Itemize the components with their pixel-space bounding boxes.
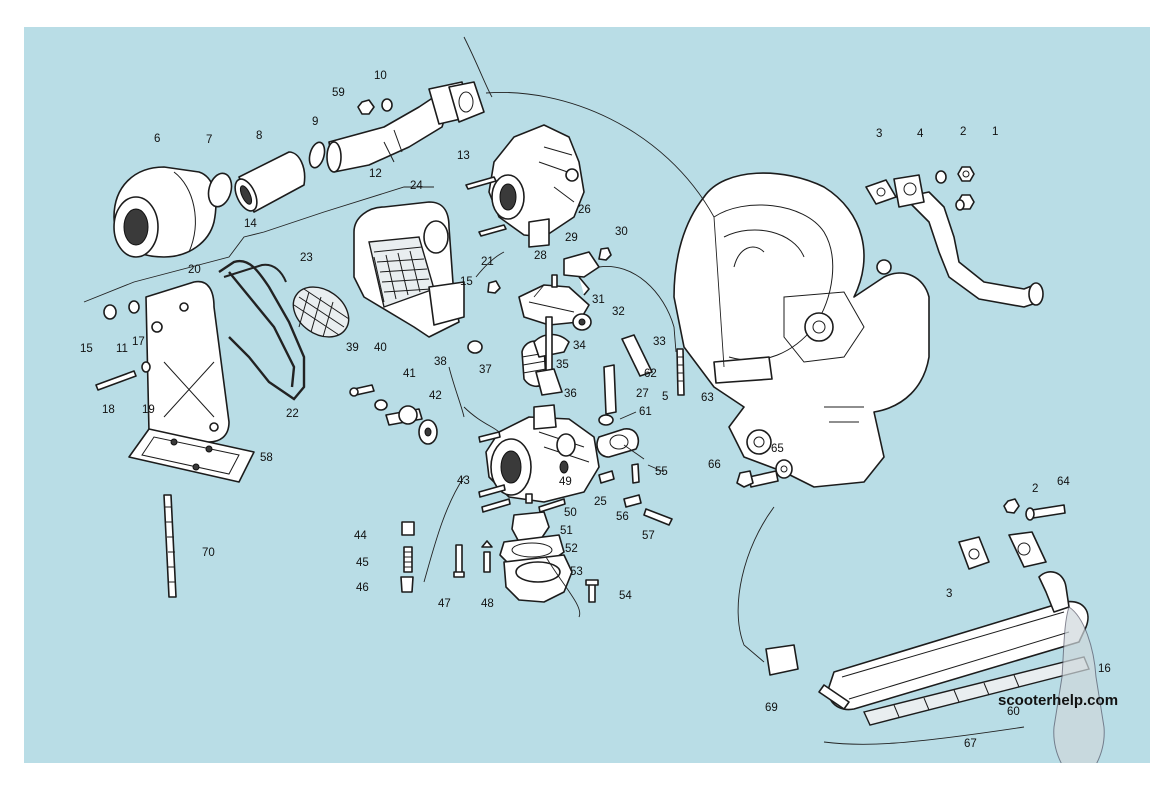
nuts-washers-top-right [935, 166, 975, 211]
part-number-42: 42 [429, 390, 442, 402]
part-number-57: 57 [642, 530, 655, 542]
part-number-24: 24 [410, 180, 423, 192]
slide-assembly [467, 247, 653, 396]
part-number-53: 53 [570, 566, 583, 578]
part-number-48: 48 [481, 598, 494, 610]
carburettor-lower [478, 404, 600, 513]
part-number-37: 37 [479, 364, 492, 376]
part-number-3a: 3 [876, 128, 882, 140]
air-intake-assembly [113, 81, 485, 258]
exploded-parts-diagram: 1234567891011121314151516171819202122232… [80, 36, 1118, 763]
part-number-35: 35 [556, 359, 569, 371]
carburettor-upper [465, 124, 585, 248]
part-number-64: 64 [1057, 476, 1070, 488]
part-number-44: 44 [354, 530, 367, 542]
part-number-26: 26 [578, 204, 591, 216]
part-number-41: 41 [403, 368, 416, 380]
part-number-47: 47 [438, 598, 451, 610]
part-number-2b: 2 [1032, 483, 1038, 495]
part-number-46: 46 [356, 582, 369, 594]
part-number-70: 70 [202, 547, 215, 559]
part-number-40: 40 [374, 342, 387, 354]
exhaust-manifold-pipe [865, 174, 1044, 308]
float-bowl [499, 511, 599, 603]
part-number-7: 7 [206, 134, 212, 146]
part-number-30: 30 [615, 226, 628, 238]
part-number-6: 6 [154, 133, 160, 145]
part-number-59: 59 [332, 87, 345, 99]
part-number-5: 5 [662, 391, 668, 403]
part-number-45: 45 [356, 557, 369, 569]
part-number-61: 61 [639, 406, 652, 418]
part-number-51: 51 [560, 525, 573, 537]
part-number-28: 28 [534, 250, 547, 262]
part-number-43: 43 [457, 475, 470, 487]
part-number-13: 13 [457, 150, 470, 162]
part-number-16: 16 [1098, 663, 1111, 675]
part-number-69: 69 [765, 702, 778, 714]
air-box [353, 201, 465, 338]
engine-crankcase [673, 172, 930, 488]
part-number-4: 4 [917, 128, 924, 140]
part-number-15b: 15 [460, 276, 473, 288]
bolt-and-nut [736, 459, 793, 488]
part-number-18: 18 [102, 404, 115, 416]
part-number-12: 12 [369, 168, 382, 180]
part-number-2a: 2 [960, 126, 966, 138]
part-number-25: 25 [594, 496, 607, 508]
part-number-52: 52 [565, 543, 578, 555]
part-number-33: 33 [653, 336, 666, 348]
part-number-11: 11 [116, 343, 128, 355]
watermark: scooterhelp.com [998, 606, 1118, 763]
part-number-49: 49 [559, 476, 572, 488]
part-number-67: 67 [964, 738, 977, 750]
part-number-9: 9 [312, 116, 318, 128]
part-number-23: 23 [300, 252, 313, 264]
part-number-32: 32 [612, 306, 625, 318]
part-number-34: 34 [573, 340, 586, 352]
part-number-3b: 3 [946, 588, 952, 600]
part-number-65: 65 [771, 443, 784, 455]
part-number-8: 8 [256, 130, 262, 142]
small-parts-left-carb [349, 384, 438, 445]
watermark-text: scooterhelp.com [998, 692, 1118, 709]
part-number-20: 20 [188, 264, 201, 276]
part-number-31: 31 [592, 294, 605, 306]
part-number-62: 62 [644, 368, 657, 380]
part-number-50: 50 [564, 507, 577, 519]
part-number-10: 10 [374, 70, 387, 82]
part-number-15a: 15 [80, 343, 93, 355]
small-parts-right-carb [596, 348, 685, 526]
part-number-54: 54 [619, 590, 632, 602]
part-number-27: 27 [636, 388, 649, 400]
part-number-21: 21 [481, 256, 494, 268]
part-number-55: 55 [655, 466, 668, 478]
part-number-56: 56 [616, 511, 629, 523]
tray-and-rod [128, 428, 255, 598]
part-number-58: 58 [260, 452, 273, 464]
part-number-22: 22 [286, 408, 299, 420]
part-number-29: 29 [565, 232, 578, 244]
muffler [765, 498, 1090, 726]
leader-lines [83, 36, 1025, 745]
part-number-19: 19 [142, 404, 155, 416]
part-number-66: 66 [708, 459, 721, 471]
part-number-60: 60 [1007, 706, 1020, 718]
part-number-36: 36 [564, 388, 577, 400]
part-number-63: 63 [701, 392, 714, 404]
part-number-38: 38 [434, 356, 447, 368]
part-number-14: 14 [244, 218, 257, 230]
part-number-1: 1 [992, 126, 998, 138]
jets [400, 521, 493, 593]
part-number-17: 17 [132, 336, 145, 348]
mounting-plate [95, 259, 350, 448]
part-number-39: 39 [346, 342, 359, 354]
